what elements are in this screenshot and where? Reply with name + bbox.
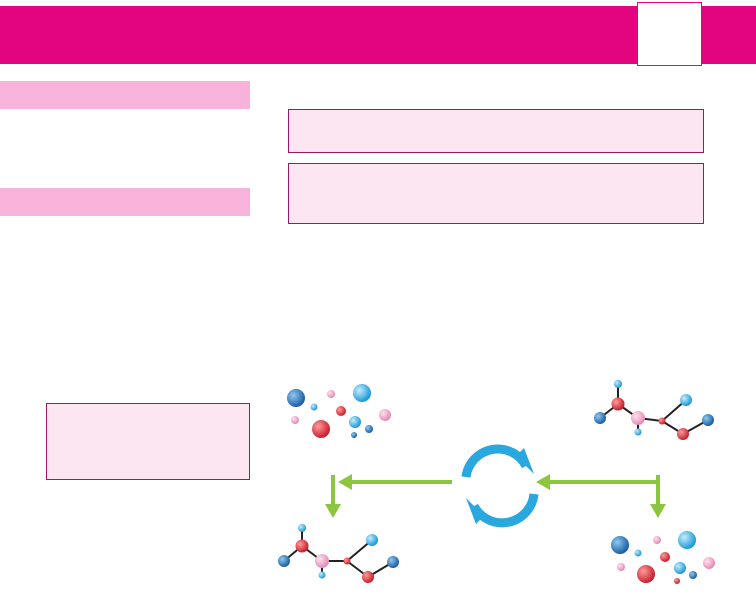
molecule-chain-icon bbox=[283, 528, 394, 578]
definition-box-1 bbox=[288, 109, 704, 153]
page-number-box bbox=[637, 2, 702, 66]
definition-box-2 bbox=[288, 163, 704, 224]
header-bar bbox=[0, 6, 756, 64]
side-heading-1 bbox=[0, 81, 250, 109]
note-box bbox=[46, 403, 250, 480]
molecule-atoms-icon bbox=[611, 531, 715, 584]
side-heading-2 bbox=[0, 188, 250, 216]
molecule-cycle-diagram bbox=[278, 380, 715, 584]
green-arrow-icon bbox=[331, 475, 660, 508]
molecule-cycle-figure bbox=[272, 356, 756, 608]
cycle-arrows-icon bbox=[461, 444, 539, 528]
molecule-atoms-icon bbox=[287, 384, 391, 438]
